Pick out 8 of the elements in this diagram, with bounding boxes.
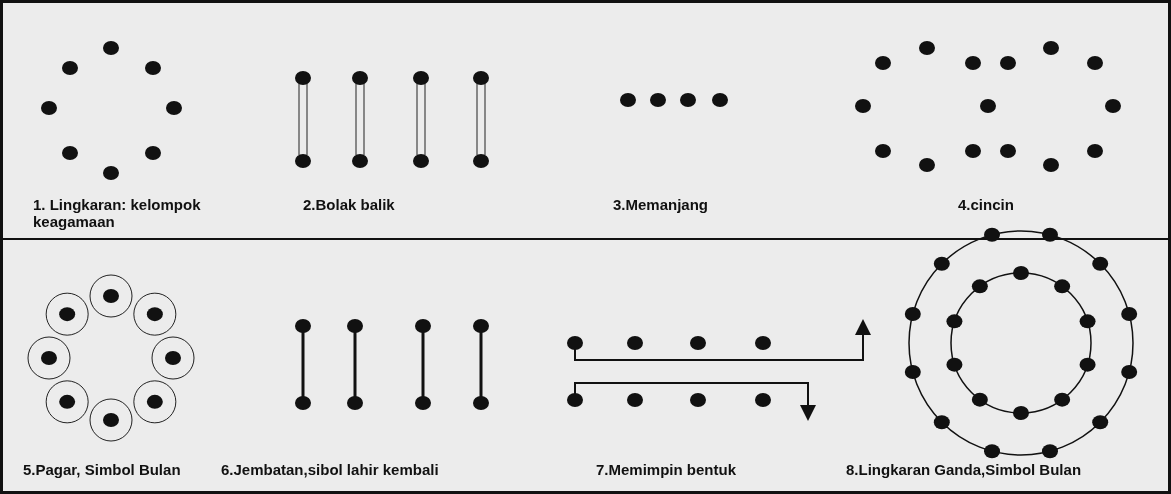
formation-caption: 1. Lingkaran: kelompok keagamaan [33,196,202,230]
formation-caption: 2.Bolak balik [303,196,395,213]
formation-caption: 8.Lingkaran Ganda,Simbol Bulan [846,461,1082,478]
formation-caption: 6.Jembatan,sibol lahir kembali [221,461,439,478]
formation-caption: 7.Memimpin bentuk [596,461,737,478]
formation-caption: 3.Memanjang [613,196,709,213]
formation-caption: 5.Pagar, Simbol Bulan [23,461,181,478]
formation-caption: 4.cincin [958,196,1014,213]
